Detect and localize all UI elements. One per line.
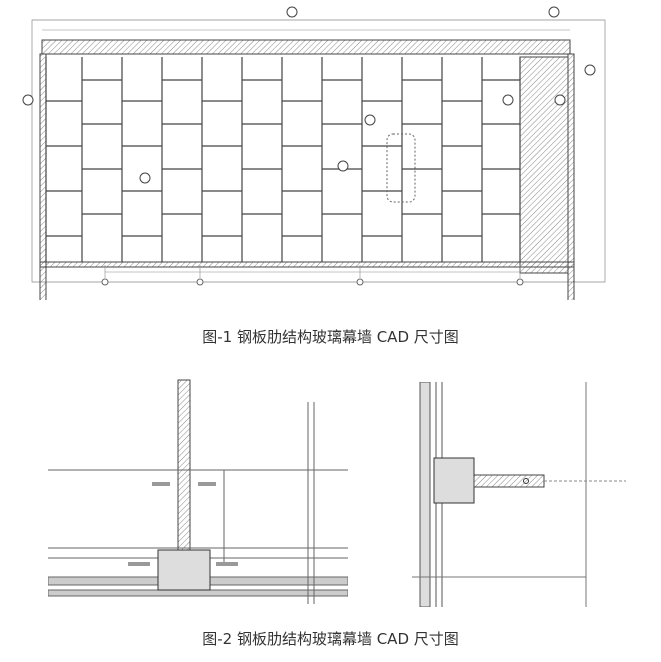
section-marker-icon <box>365 115 375 125</box>
section-marker-icon <box>140 173 150 183</box>
clamp-fitting <box>158 550 210 590</box>
section-marker-icon <box>549 7 559 17</box>
dashed-callout <box>387 134 415 202</box>
clamp-fitting <box>434 458 474 503</box>
section-marker-icon <box>555 95 565 105</box>
axis-bubble <box>197 279 203 285</box>
floor-band <box>40 262 574 267</box>
axis-markers <box>23 7 595 285</box>
glass-grid <box>46 57 520 262</box>
hatched-panel <box>520 57 568 273</box>
section-marker-icon <box>287 7 297 17</box>
axis-bubble <box>102 279 108 285</box>
glass-pane-2 <box>48 590 348 596</box>
glass-pane <box>420 382 430 607</box>
top-band <box>42 40 570 54</box>
figure-2-caption: 图-2 钢板肋结构玻璃幕墙 CAD 尺寸图 <box>202 630 459 648</box>
section-marker-icon <box>23 95 33 105</box>
section-marker-icon <box>503 95 513 105</box>
figure-1-caption: 图-1 钢板肋结构玻璃幕墙 CAD 尺寸图 <box>202 328 459 346</box>
section-marker-icon <box>338 161 348 171</box>
figure-2-left-section <box>48 372 348 612</box>
figure-1-elevation-drawing <box>0 0 661 300</box>
axis-bubble <box>517 279 523 285</box>
steel-fin <box>474 475 544 487</box>
axis-bubble <box>357 279 363 285</box>
drawing-frame <box>32 20 605 282</box>
figure-2-right-section <box>376 382 646 607</box>
section-marker-icon <box>585 65 595 75</box>
